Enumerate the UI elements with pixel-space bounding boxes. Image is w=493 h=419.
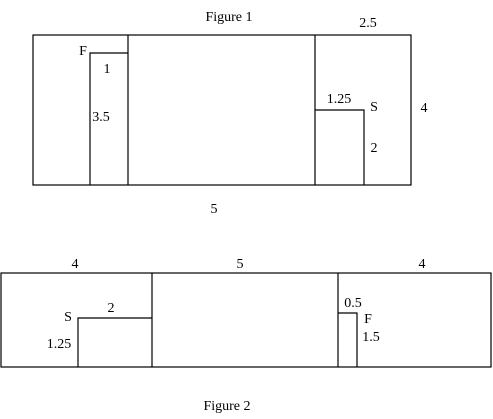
figure-2-label-s-letter: S [64, 310, 72, 325]
figure-1-f-block [89, 52, 128, 185]
figure-1-outer-box [32, 34, 412, 186]
figure-2: 4 5 4 S 2 1.25 0.5 F 1.5 Figure 2 [0, 257, 492, 414]
figure-2-label-f-height: 1.5 [362, 330, 380, 345]
figure-1-title: Figure 1 [205, 10, 252, 25]
figure-2-label-right-width: 4 [419, 257, 426, 272]
figure-2-f-block [338, 312, 358, 367]
figure-1-label-f-height: 3.5 [92, 110, 110, 125]
figure-1-label-f-letter: F [79, 44, 87, 59]
figure-2-outer-box [0, 272, 492, 368]
figure-2-label-f-width: 0.5 [344, 296, 362, 311]
figure-2-label-s-height: 1.25 [47, 337, 72, 352]
figure-2-s-block [77, 317, 152, 367]
figure-1-label-right-height: 4 [421, 101, 428, 116]
figure-1-label-s-letter: S [370, 100, 378, 115]
figure-1-label-s-height: 2 [371, 141, 378, 156]
figure-2-title: Figure 2 [203, 399, 250, 414]
figure-1-label-top-right-width: 2.5 [359, 16, 377, 31]
figure-2-label-s-width: 2 [108, 301, 115, 316]
figure-1-label-s-width: 1.25 [327, 92, 352, 107]
figure-2-label-left-width: 4 [72, 257, 79, 272]
figure-1-s-block [315, 109, 365, 185]
figure-1: Figure 1 2.5 4 5 F 1 3.5 1.25 S 2 [32, 10, 428, 217]
figure-2-label-f-letter: F [364, 312, 372, 327]
figure-2-label-middle-width: 5 [237, 257, 244, 272]
figure-1-label-f-width: 1 [104, 62, 111, 77]
figure-1-label-bottom-length: 5 [211, 202, 218, 217]
